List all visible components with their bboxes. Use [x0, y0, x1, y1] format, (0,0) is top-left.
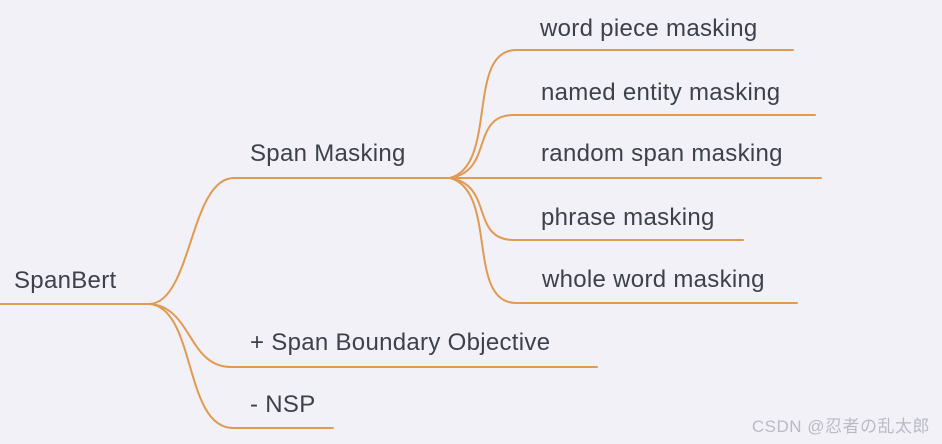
node-span-masking[interactable]: Span Masking	[250, 140, 406, 167]
connector-span-masking	[149, 177, 451, 305]
connector-word-piece-masking	[449, 49, 794, 179]
connector-named-entity-masking	[449, 114, 816, 179]
connector-span-boundary-objective	[149, 303, 598, 368]
node-whole-word-masking[interactable]: whole word masking	[542, 266, 765, 293]
node-nsp[interactable]: - NSP	[250, 391, 316, 418]
node-phrase-masking[interactable]: phrase masking	[541, 204, 715, 231]
node-root[interactable]: SpanBert	[14, 267, 117, 294]
node-named-entity-masking[interactable]: named entity masking	[541, 79, 781, 106]
connector-whole-word-masking	[449, 177, 798, 304]
connector-phrase-masking	[449, 177, 744, 241]
node-random-span-masking[interactable]: random span masking	[541, 140, 783, 167]
watermark: CSDN @忍者の乱太郎	[751, 417, 930, 436]
node-word-piece-masking[interactable]: word piece masking	[540, 15, 758, 42]
node-span-boundary-objective[interactable]: + Span Boundary Objective	[250, 329, 551, 356]
connector-nsp	[149, 303, 334, 429]
